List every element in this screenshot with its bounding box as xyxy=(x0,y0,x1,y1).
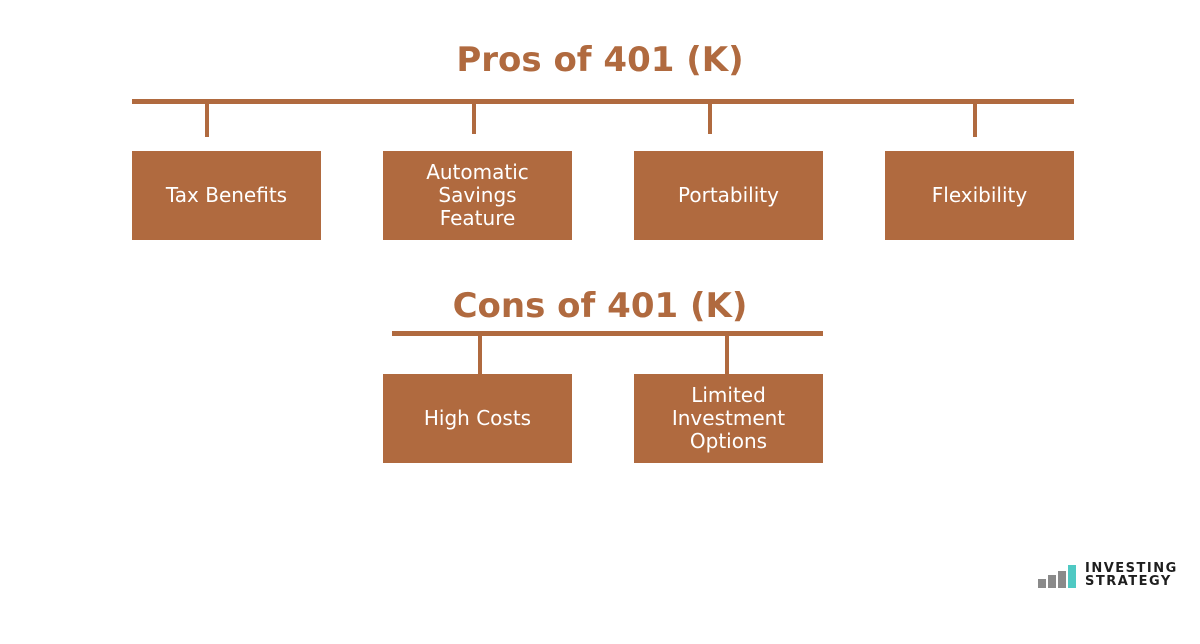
con-box-limited-investment: Limited Investment Options xyxy=(634,374,823,463)
logo-bar-icon xyxy=(1038,579,1046,588)
logo-text-strategy: STRATEGY xyxy=(1085,574,1172,589)
pros-title: Pros of 401 (K) xyxy=(456,40,744,80)
pros-connector-tick xyxy=(973,104,977,137)
pros-connector-tick xyxy=(472,104,476,134)
logo-bar-icon xyxy=(1048,575,1056,588)
logo-bar-icon xyxy=(1068,565,1076,588)
investing-strategy-logo: INVESTING STRATEGY xyxy=(1038,562,1188,592)
cons-title: Cons of 401 (K) xyxy=(452,286,748,326)
cons-connector-tick xyxy=(478,336,482,374)
cons-connector-bar xyxy=(392,331,823,336)
logo-text-investing: INVESTING xyxy=(1085,561,1178,576)
logo-bar-icon xyxy=(1058,571,1066,588)
pros-connector-tick xyxy=(205,104,209,137)
pro-box-portability: Portability xyxy=(634,151,823,240)
cons-connector-tick xyxy=(725,336,729,374)
pros-connector-bar xyxy=(132,99,1074,104)
pro-box-automatic-savings: Automatic Savings Feature xyxy=(383,151,572,240)
pro-box-flexibility: Flexibility xyxy=(885,151,1074,240)
con-box-high-costs: High Costs xyxy=(383,374,572,463)
pros-connector-tick xyxy=(708,104,712,134)
pro-box-tax-benefits: Tax Benefits xyxy=(132,151,321,240)
